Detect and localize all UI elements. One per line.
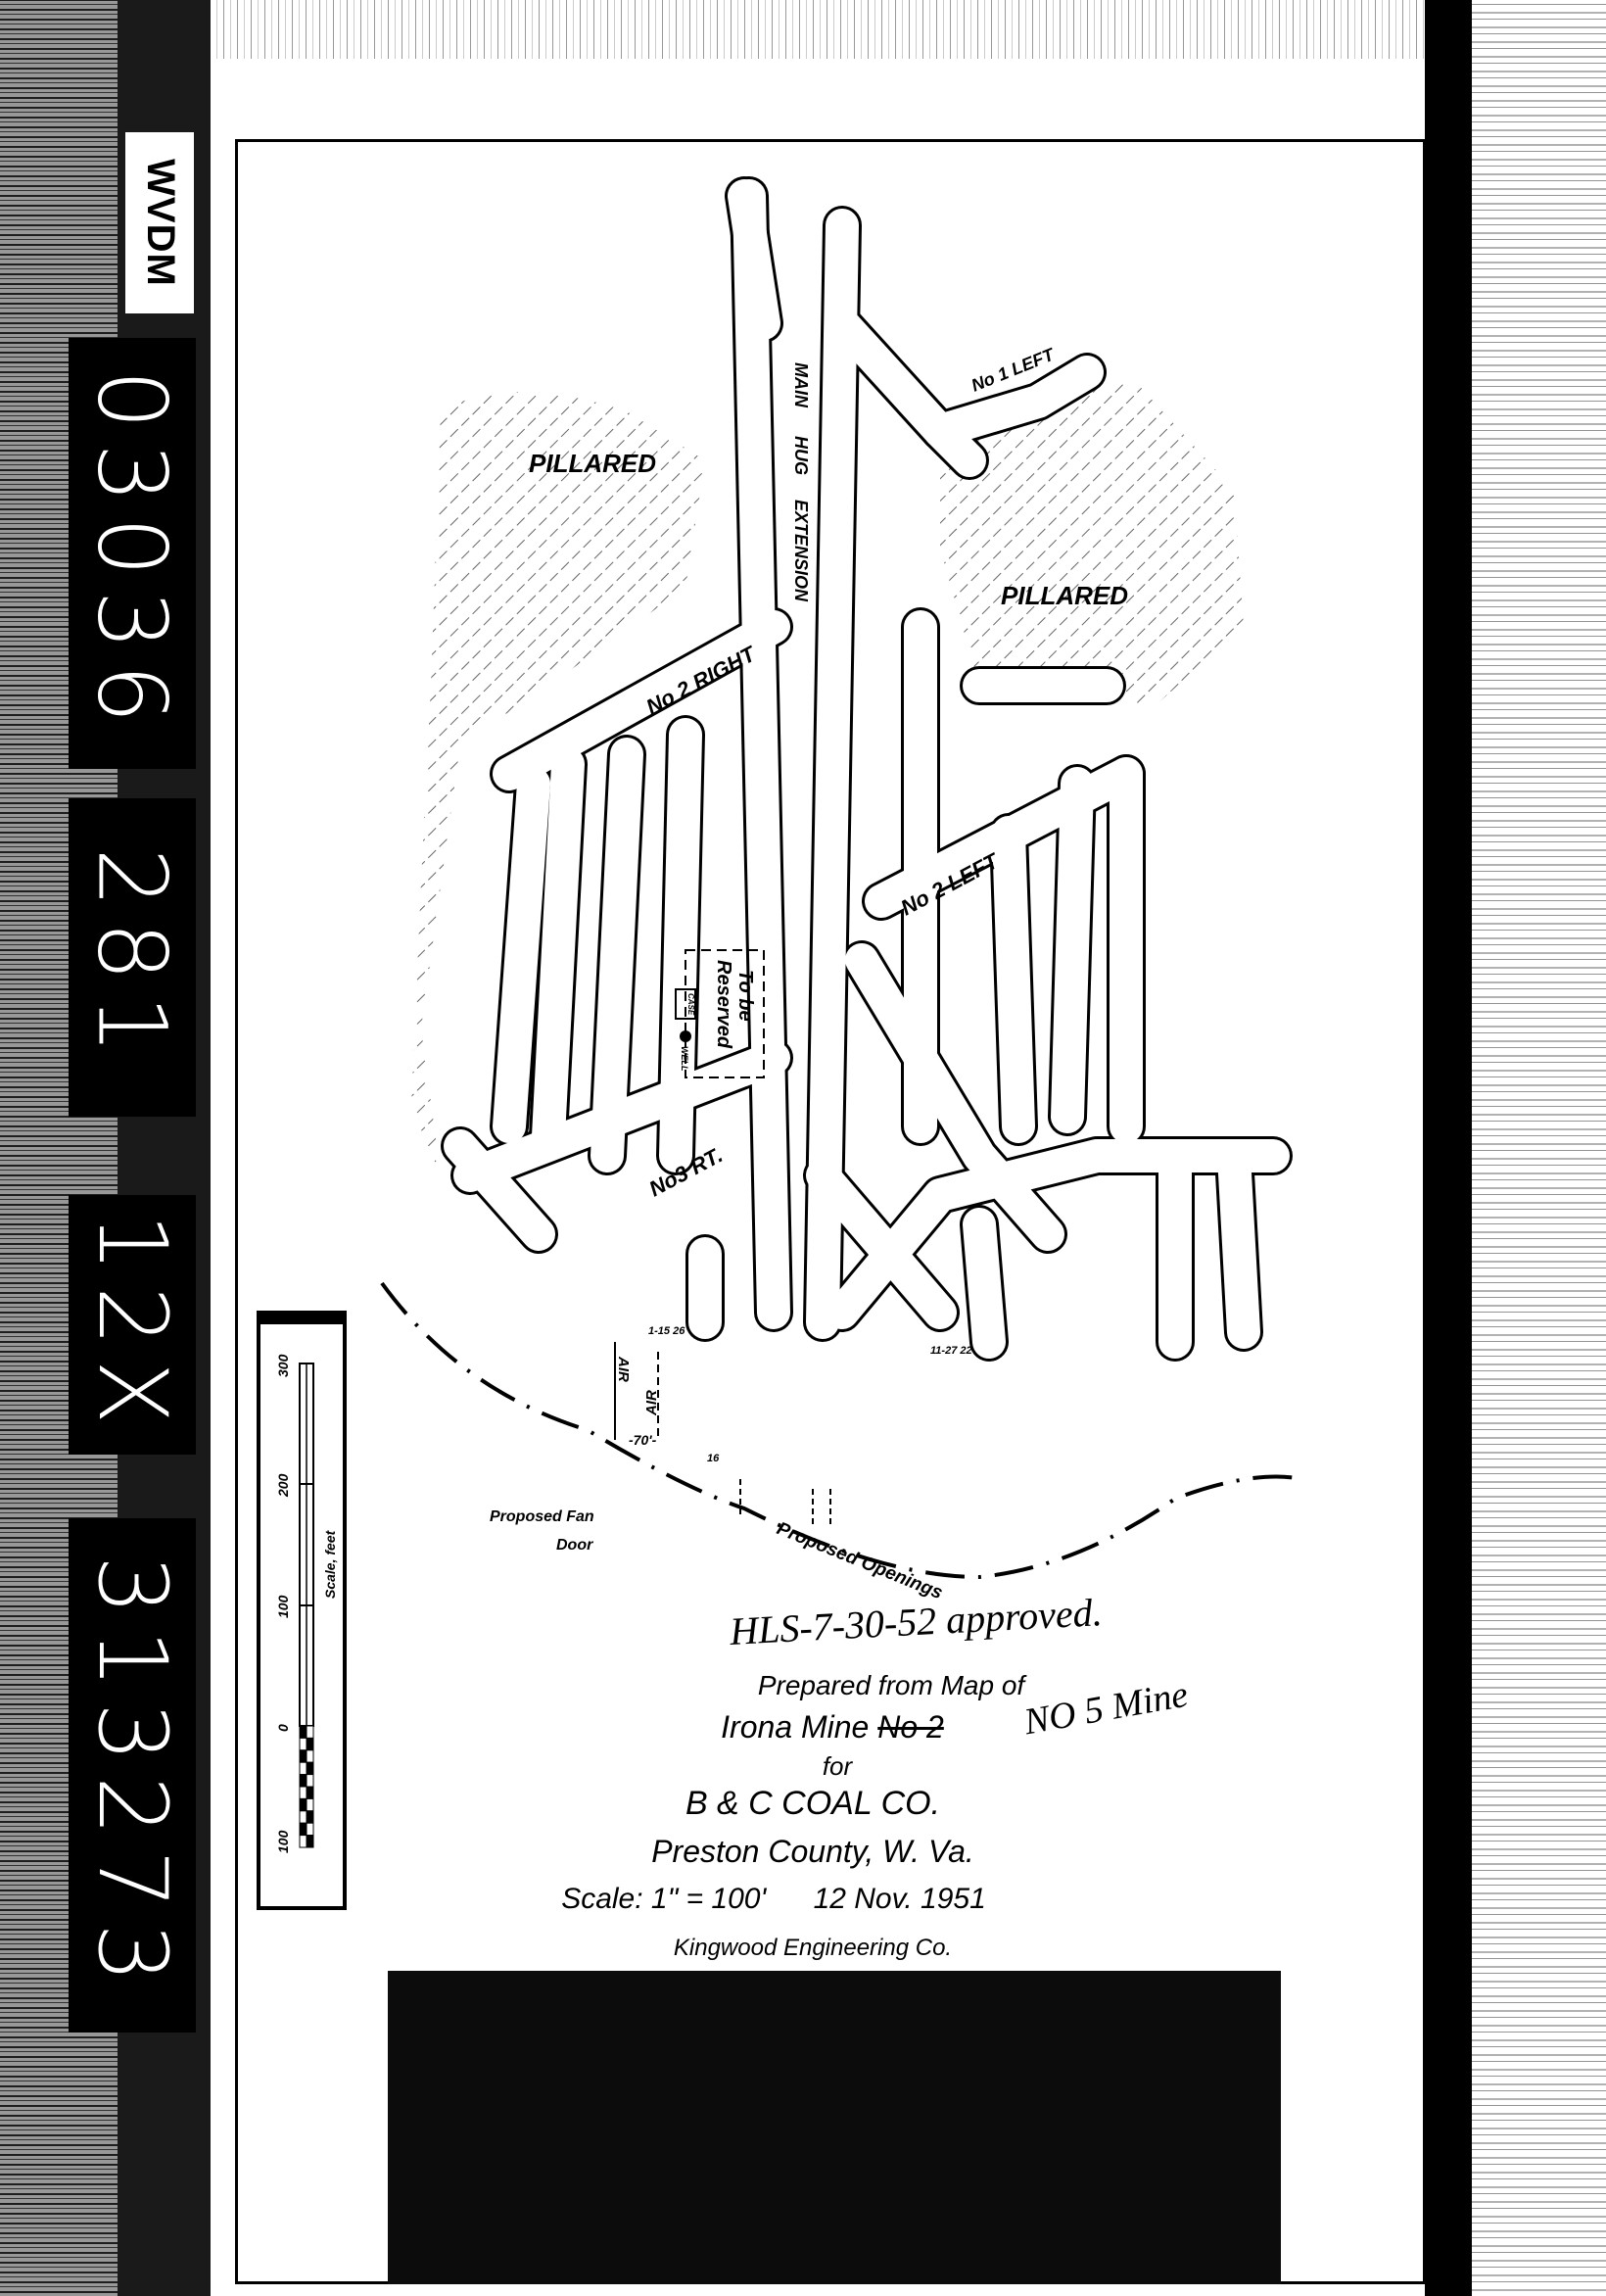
scale-tick: 0 [275,1724,291,1732]
film-edge-bar [1425,0,1472,2296]
scale-checker-cell [299,1786,307,1799]
title-for: for [822,1751,853,1781]
label-proposed-fan: Proposed Fan [490,1508,594,1525]
label-date-right: 11-27 22 [930,1345,972,1357]
mine-entry [963,1208,1006,1359]
mine-entry [992,816,1035,1143]
label-extension: EXTENSION [791,500,811,602]
pillared-area-right [940,382,1244,705]
mine-entry [493,610,790,790]
scale-checker-cell [306,1786,314,1799]
scan-noise-top [211,0,1425,59]
scale-checker-cell [299,1737,307,1751]
scale-checker-cell [299,1822,307,1837]
mine-entry [806,1159,957,1329]
mine-entry [923,414,986,477]
scale-tick: 300 [275,1354,291,1377]
scale-checker-cell [306,1810,314,1824]
label-pillared-left: PILLARED [529,449,656,478]
label-to-be-reserved: To be Reserved [713,960,756,1049]
mine-entry [826,307,1104,448]
engineer-line: Kingwood Engineering Co. [673,1935,953,1961]
label-dim-70: -70'- [629,1432,657,1448]
scale-bar-legend: 100 0 100 200 300 Scale, feet [257,1311,347,1910]
scale-tick: 200 [275,1473,291,1498]
title-line1: Prepared from Map of [757,1670,1025,1700]
scale-date-line: Scale: 1" = 100' 12 Nov. 1951 [431,1883,1116,1916]
label-pillared-right: PILLARED [1001,581,1128,610]
label-date-left: 1-15 26 [648,1325,685,1337]
scale-checker-cell [299,1761,307,1776]
mine-entry [444,1129,555,1251]
scale-checker-cell [306,1725,314,1739]
well-icon [680,1030,691,1042]
agency-label: WVDM [125,132,194,313]
mine-entry [732,179,790,1329]
scale-checker-cell [299,1810,307,1824]
label-main: MAIN [791,362,811,408]
scale-checker-cell [306,1797,314,1812]
mine-entry [590,738,643,1172]
mine-entry [806,209,859,1339]
scale-checker-cell [306,1737,314,1751]
redacted-block [388,1971,1281,2284]
scan-noise-right [1472,0,1606,2296]
scale-checker-cell [306,1774,314,1788]
id-number-block: 12X [69,1195,196,1455]
mine-entry [1051,767,1094,1133]
county-line: Preston County, W. Va. [651,1834,974,1869]
label-air-1: AIR [615,1356,632,1382]
scale-checker-cell [299,1749,307,1763]
scale-bar: 100 0 100 200 300 Scale, feet [275,1354,338,1853]
scale-checker-cell [299,1835,307,1848]
label-case: CASE [686,993,695,1016]
mine-entry [532,747,585,1153]
label-to-be: To be [734,970,756,1022]
mine-entry [728,179,780,340]
label-dim-16: 16 [707,1453,720,1464]
mine-entry [493,767,550,1143]
scale-checker-cell [299,1774,307,1788]
struck-mine-number: No 2 [877,1709,944,1745]
label-main-hug-extension: MAIN HUG EXTENSION [791,362,811,602]
scale-checker-cell [306,1749,314,1763]
mine-entry [453,1041,790,1192]
label-air-2: AIR [643,1390,660,1416]
map-scale: Scale: 1" = 100' [561,1883,767,1915]
company-name: B & C COAL CO. [685,1785,941,1822]
id-number-block: 313273 [69,1518,196,2033]
mine-name: Irona Mine [721,1709,870,1745]
scale-checker-cell [306,1835,314,1848]
id-number-block: 03036 [69,338,196,769]
scale-checker-cell [306,1761,314,1776]
scale-tick: 100 [275,1830,291,1853]
scale-label: Scale, feet [322,1529,338,1599]
mine-entry [845,943,1064,1251]
label-reserved: Reserved [713,960,734,1049]
title-mine-line: Irona Mine No 2 [490,1709,1175,1746]
mine-entry [1217,1139,1260,1349]
map-date: 12 Nov. 1951 [813,1883,986,1915]
pillared-area-left [411,392,705,1175]
scale-checker-cell [299,1725,307,1739]
scale-checker-cell [299,1797,307,1812]
label-door: Door [556,1537,593,1554]
scale-checker-cell [306,1822,314,1837]
label-hug: HUG [791,436,811,475]
scale-tick: 100 [275,1595,291,1618]
label-proposed-openings: Proposed Openings [774,1518,945,1603]
id-number-block: 281 [69,798,196,1117]
case-symbol [675,988,696,1020]
label-well: WELL [680,1046,689,1072]
reserved-area [685,949,765,1078]
